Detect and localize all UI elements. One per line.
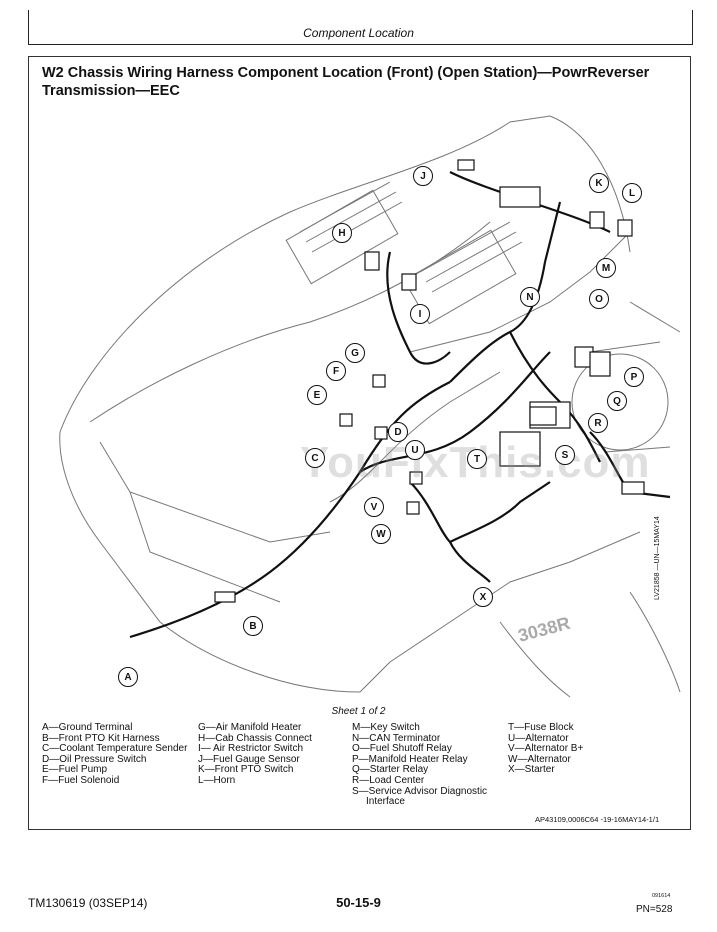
callout-v: V [364,497,384,517]
legend-item: V—Alternator B+ [508,743,584,755]
callout-e: E [307,385,327,405]
footer-small-code: 091614 [652,893,671,899]
legend-item: R—Load Center [352,774,425,786]
legend-item: J—Fuel Gauge Sensor [198,753,300,765]
harness-wires [129,171,671,639]
section-title: Component Location [303,26,414,40]
page-number: 50-15-9 [336,895,381,910]
callout-g: G [345,343,365,363]
legend-column-3: M—Key Switch N—CAN Terminator O—Fuel Shu… [352,722,488,808]
callout-t: T [467,449,487,469]
callout-s: S [555,445,575,465]
reference-code: AP43109,0006C64 -19-16MAY14-1/1 [535,815,660,824]
callout-b: B [243,616,263,636]
callout-p: P [624,367,644,387]
legend-item: X—Starter [508,764,555,776]
legend-item: G—Air Manifold Heater [198,722,302,733]
callout-k: K [589,173,609,193]
legend-item: I— Air Restrictor Switch [198,743,304,755]
callout-n: N [520,287,540,307]
callout-m: M [596,258,616,278]
callout-j: J [413,166,433,186]
legend-item: A—Ground Terminal [42,722,133,733]
header-rule [28,10,693,45]
legend-item: K—Front PTO Switch [198,764,294,776]
legend-item: C—Coolant Temperature Sender [42,743,188,755]
legend-item: D—Oil Pressure Switch [42,753,147,765]
figure-frame [28,56,691,830]
callout-x: X [473,587,493,607]
legend-item: Q—Starter Relay [352,764,429,776]
callout-i: I [410,304,430,324]
callout-a: A [118,667,138,687]
callout-d: D [388,422,408,442]
callout-o: O [589,289,609,309]
legend-item: N—CAN Terminator [352,732,441,744]
doc-code: TM130619 (03SEP14) [28,896,148,910]
wiring-harness-illustration: 3038R [59,115,681,698]
legend-item: P—Manifold Heater Relay [352,753,468,765]
figure-title: W2 Chassis Wiring Harness Component Loca… [42,65,650,99]
model-badge: 3038R [516,613,572,646]
callout-r: R [588,413,608,433]
legend-item-continuation: Interface [366,796,405,808]
legend-item: F—Fuel Solenoid [42,774,120,786]
legend-item: H—Cab Chassis Connect [198,732,312,744]
connectors [214,159,645,603]
callout-q: Q [607,391,627,411]
callout-h: H [332,223,352,243]
callout-c: C [305,448,325,468]
callout-u: U [405,440,425,460]
tractor-outline [59,115,681,698]
legend-item: O—Fuel Shutoff Relay [352,743,452,755]
sheet-label: Sheet 1 of 2 [331,706,386,717]
legend-item: T—Fuse Block [508,722,574,733]
legend-item: M—Key Switch [352,722,420,733]
legend-item: S—Service Advisor Diagnostic [352,785,488,797]
callout-f: F [326,361,346,381]
legend-item: W—Alternator [508,753,571,765]
legend-item: B—Front PTO Kit Harness [42,732,160,744]
legend-item: E—Fuel Pump [42,764,108,776]
legend-column-2: G—Air Manifold Heater H—Cab Chassis Conn… [198,722,312,787]
legend-column-1: A—Ground Terminal B—Front PTO Kit Harnes… [42,722,188,787]
callout-w: W [371,524,391,544]
legend-item: U—Alternator [508,732,569,744]
callout-l: L [622,183,642,203]
footer-pn: PN=528 [636,904,673,915]
figure-side-code: LV21858 —UN—15MAY14 [654,516,661,600]
legend-column-4: T—Fuse Block U—Alternator V—Alternator B… [508,722,584,776]
legend-item: L—Horn [198,774,236,786]
